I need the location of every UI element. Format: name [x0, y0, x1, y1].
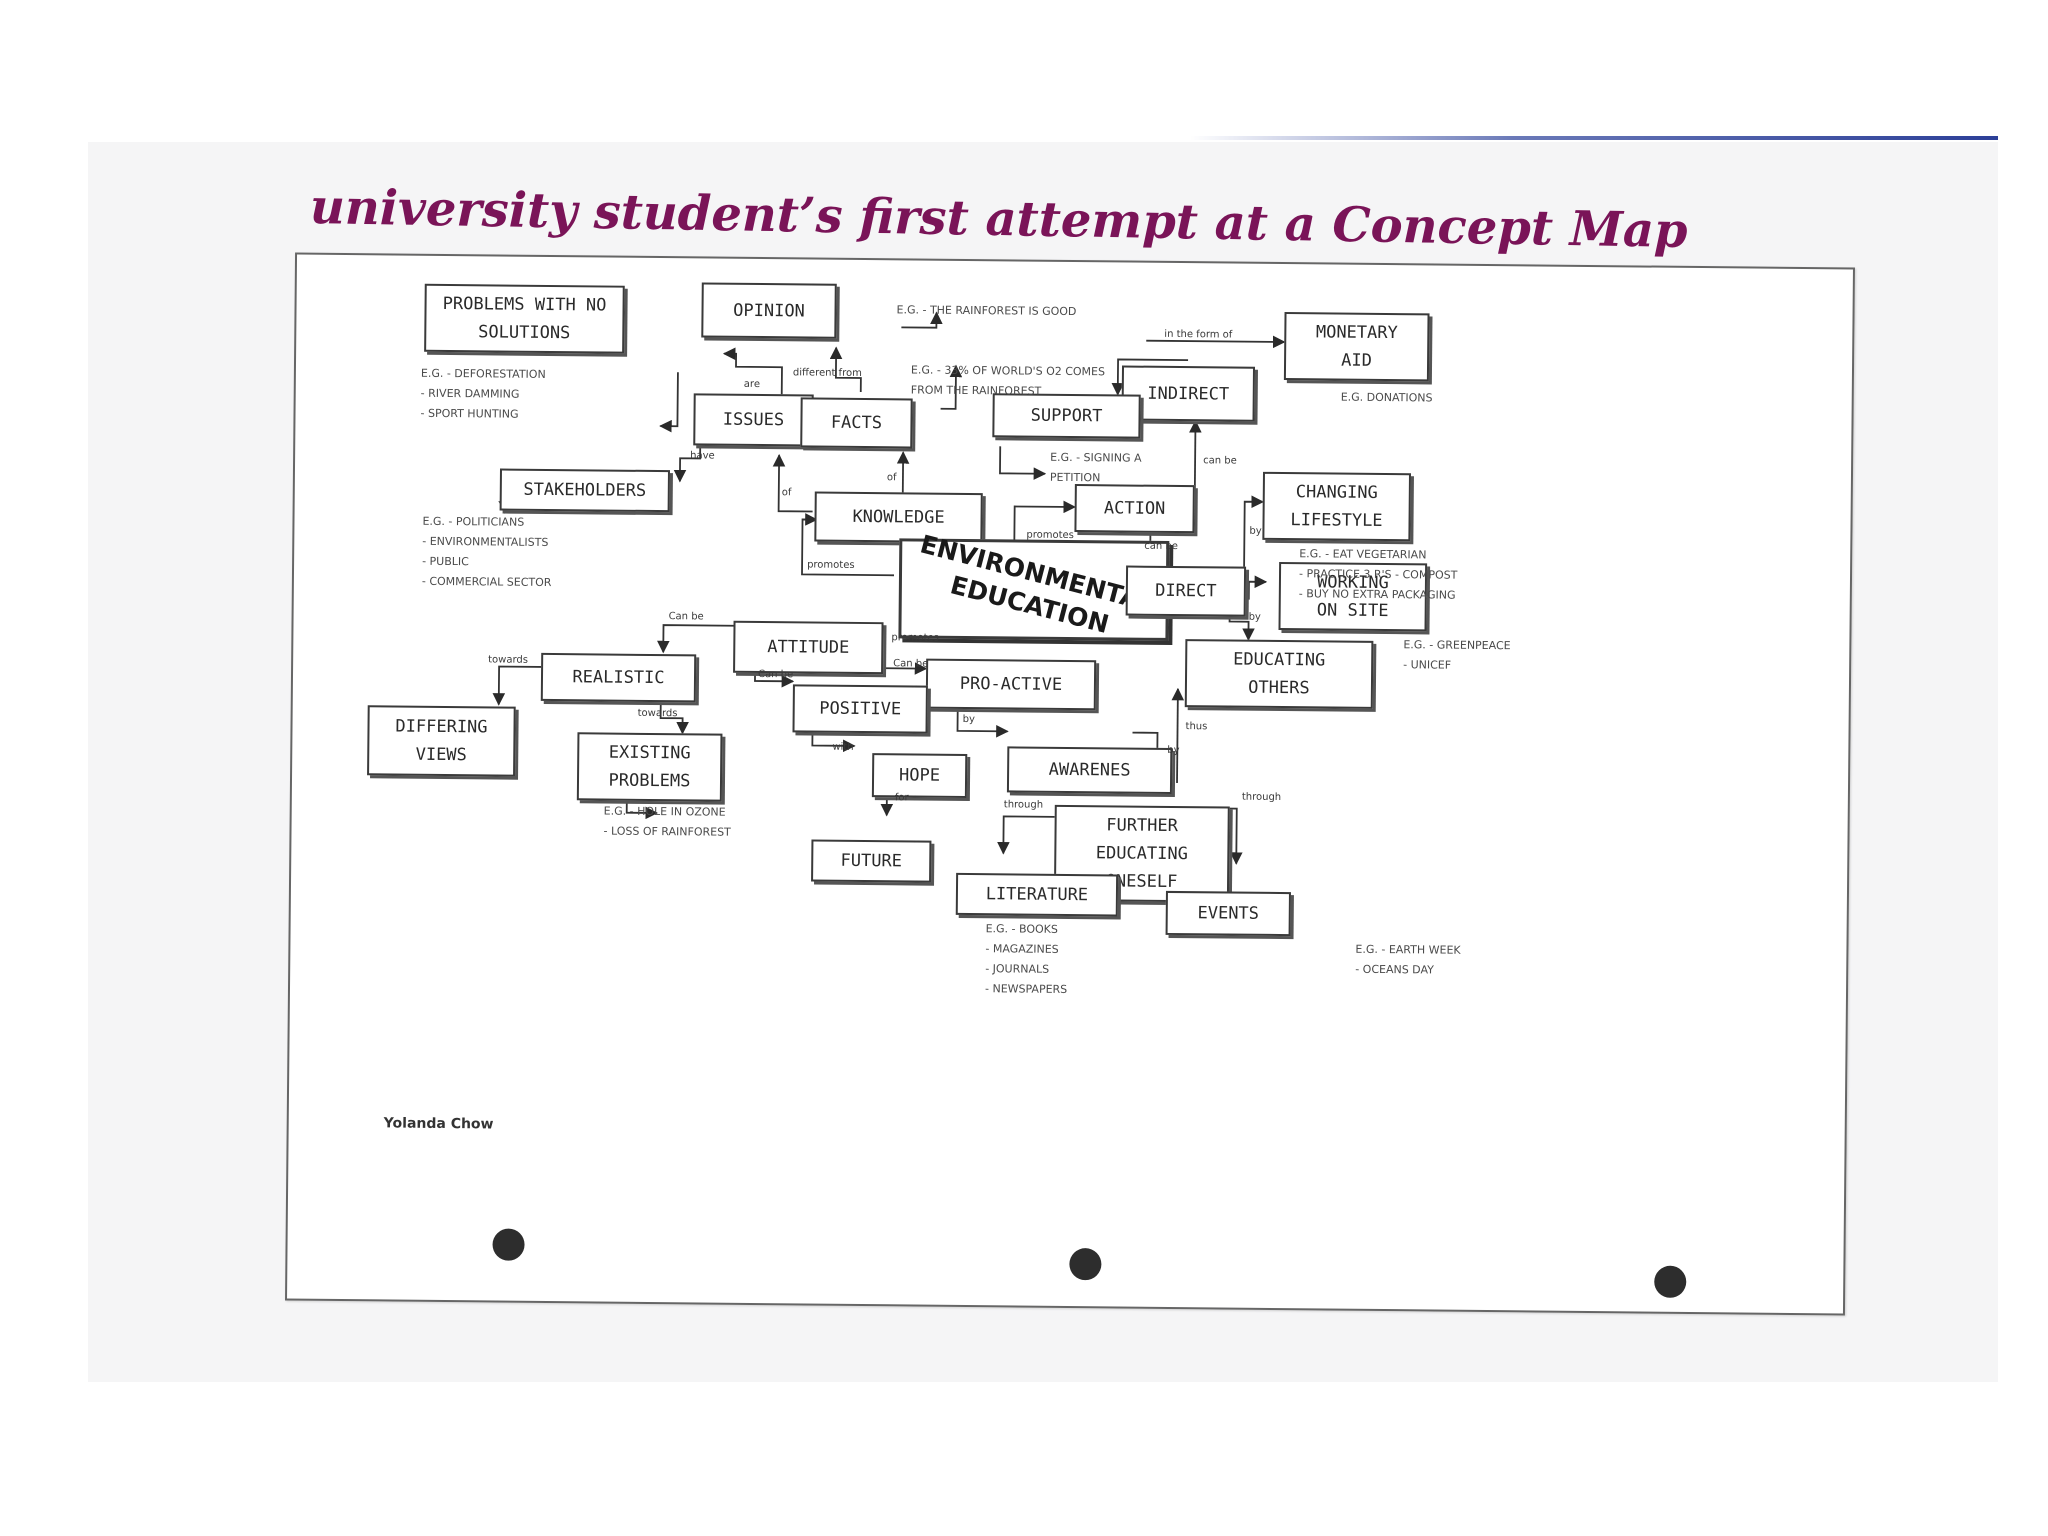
example-literature: E.G. - BOOKS - MAGAZINES - JOURNALS - NE…: [984, 922, 1068, 996]
example-stakeholders: E.G. - POLITICIANS - ENVIRONMENTALISTS -…: [421, 514, 552, 590]
node-future: FUTURE: [811, 839, 932, 883]
link-label: of: [886, 472, 897, 484]
link-label: Can be: [668, 611, 704, 623]
node-existing-problems: EXISTING PROBLEMS: [576, 732, 723, 802]
link-label: thus: [1185, 721, 1208, 733]
node-attitude: ATTITUDE: [733, 620, 884, 675]
link-label: are: [743, 378, 761, 391]
link-label: can be: [1203, 455, 1237, 467]
author-name: Yolanda Chow: [383, 1115, 494, 1133]
edge-knowledge-issues: [772, 453, 813, 513]
link-label: by: [1249, 525, 1262, 537]
node-action: ACTION: [1074, 484, 1195, 534]
link-label: have: [690, 450, 715, 462]
edge-facts-opinion: [829, 346, 862, 392]
node-indirect: INDIRECT: [1121, 365, 1256, 422]
node-events: EVENTS: [1165, 890, 1291, 937]
edge-support-example: [999, 446, 1047, 480]
link-label: through: [1241, 791, 1282, 804]
example-facts: E.G. - 33% OF WORLD'S O2 COMES FROM THE …: [910, 363, 1106, 398]
example-working-on-site: E.G. - GREENPEACE - UNICEF: [1403, 638, 1511, 672]
link-label: of: [781, 487, 792, 499]
link-label: promotes: [1026, 529, 1074, 542]
edge-attitude-realistic: [657, 624, 734, 654]
node-facts: FACTS: [800, 397, 913, 449]
link-label: by: [1248, 611, 1261, 623]
example-opinion: E.G. - THE RAINFOREST IS GOOD: [896, 303, 1077, 319]
link-label: by: [1167, 744, 1180, 757]
edge-indirect-monetary: [1146, 335, 1286, 349]
binder-hole-left: [492, 1228, 525, 1261]
edge-further-educating: [1171, 687, 1185, 784]
node-hope: HOPE: [871, 753, 968, 799]
edge-issues-problems: [722, 347, 783, 396]
edge-indirect-support: [1111, 358, 1189, 396]
node-pro-active: PRO-ACTIVE: [925, 658, 1097, 711]
example-problems: E.G. - DEFORESTATION - RIVER DAMMING - S…: [420, 366, 546, 421]
link-label: promotes: [807, 559, 855, 571]
edge-central-knowledge: [801, 513, 895, 577]
link-label: towards: [637, 707, 678, 720]
node-knowledge: KNOWLEDGE: [814, 491, 983, 544]
binder-hole-center: [1069, 1248, 1102, 1281]
title-rule: [1190, 136, 1998, 140]
node-realistic: REALISTIC: [540, 652, 697, 703]
link-label: can be: [1144, 540, 1178, 553]
link-label: Can be: [893, 658, 929, 670]
node-direct: DIRECT: [1125, 565, 1247, 617]
node-literature: LITERATURE: [955, 872, 1119, 917]
node-changing-lifestyle: CHANGING LIFESTYLE: [1262, 471, 1411, 542]
edge-action-indirect: [1189, 419, 1202, 492]
node-problems-with-no-solutions: PROBLEMS WITH NO SOLUTIONS: [424, 283, 625, 354]
node-awareness: AWARENES: [1006, 746, 1173, 794]
binder-hole-right: [1654, 1265, 1687, 1298]
example-support: E.G. - SIGNING A PETITION: [1049, 450, 1142, 485]
edge-facts-example: [940, 364, 963, 410]
example-events: E.G. - EARTH WEEK - OCEANS DAY: [1355, 942, 1461, 977]
node-monetary-aid: MONETARY AID: [1283, 312, 1430, 382]
node-positive: POSITIVE: [792, 684, 928, 734]
link-label: Can be: [757, 669, 794, 681]
node-differing-views: DIFFERING VIEWS: [367, 705, 516, 777]
example-existing-problems: E.G. - HOLE IN OZONE - LOSS OF RAINFORES…: [603, 804, 731, 839]
edge-opinion-example: [901, 311, 943, 329]
node-opinion: OPINION: [701, 282, 837, 339]
edge-further-literature: [997, 815, 1055, 855]
node-educating-others: EDUCATING OTHERS: [1184, 639, 1374, 709]
link-label: through: [1003, 799, 1044, 811]
link-label: different from: [792, 367, 862, 379]
concept-map-sheet: PROBLEMS WITH NO SOLUTIONS OPINION MONET…: [285, 252, 1855, 1316]
node-stakeholders: STAKEHOLDERS: [499, 468, 670, 513]
link-label: promotes: [891, 632, 939, 644]
link-label: towards: [488, 654, 529, 666]
link-label: with: [832, 741, 854, 753]
link-label: for: [894, 792, 909, 804]
example-changing-lifestyle: E.G. - EAT VEGETARIAN - PRACTICE 3 R'S -…: [1298, 547, 1458, 602]
link-label: in the form of: [1164, 328, 1233, 341]
node-issues: ISSUES: [693, 393, 814, 447]
example-monetary-aid: E.G. DONATIONS: [1340, 390, 1433, 405]
edge-problems-examples: [659, 372, 679, 433]
edge-central-action: [1013, 500, 1076, 554]
link-label: by: [962, 713, 975, 726]
